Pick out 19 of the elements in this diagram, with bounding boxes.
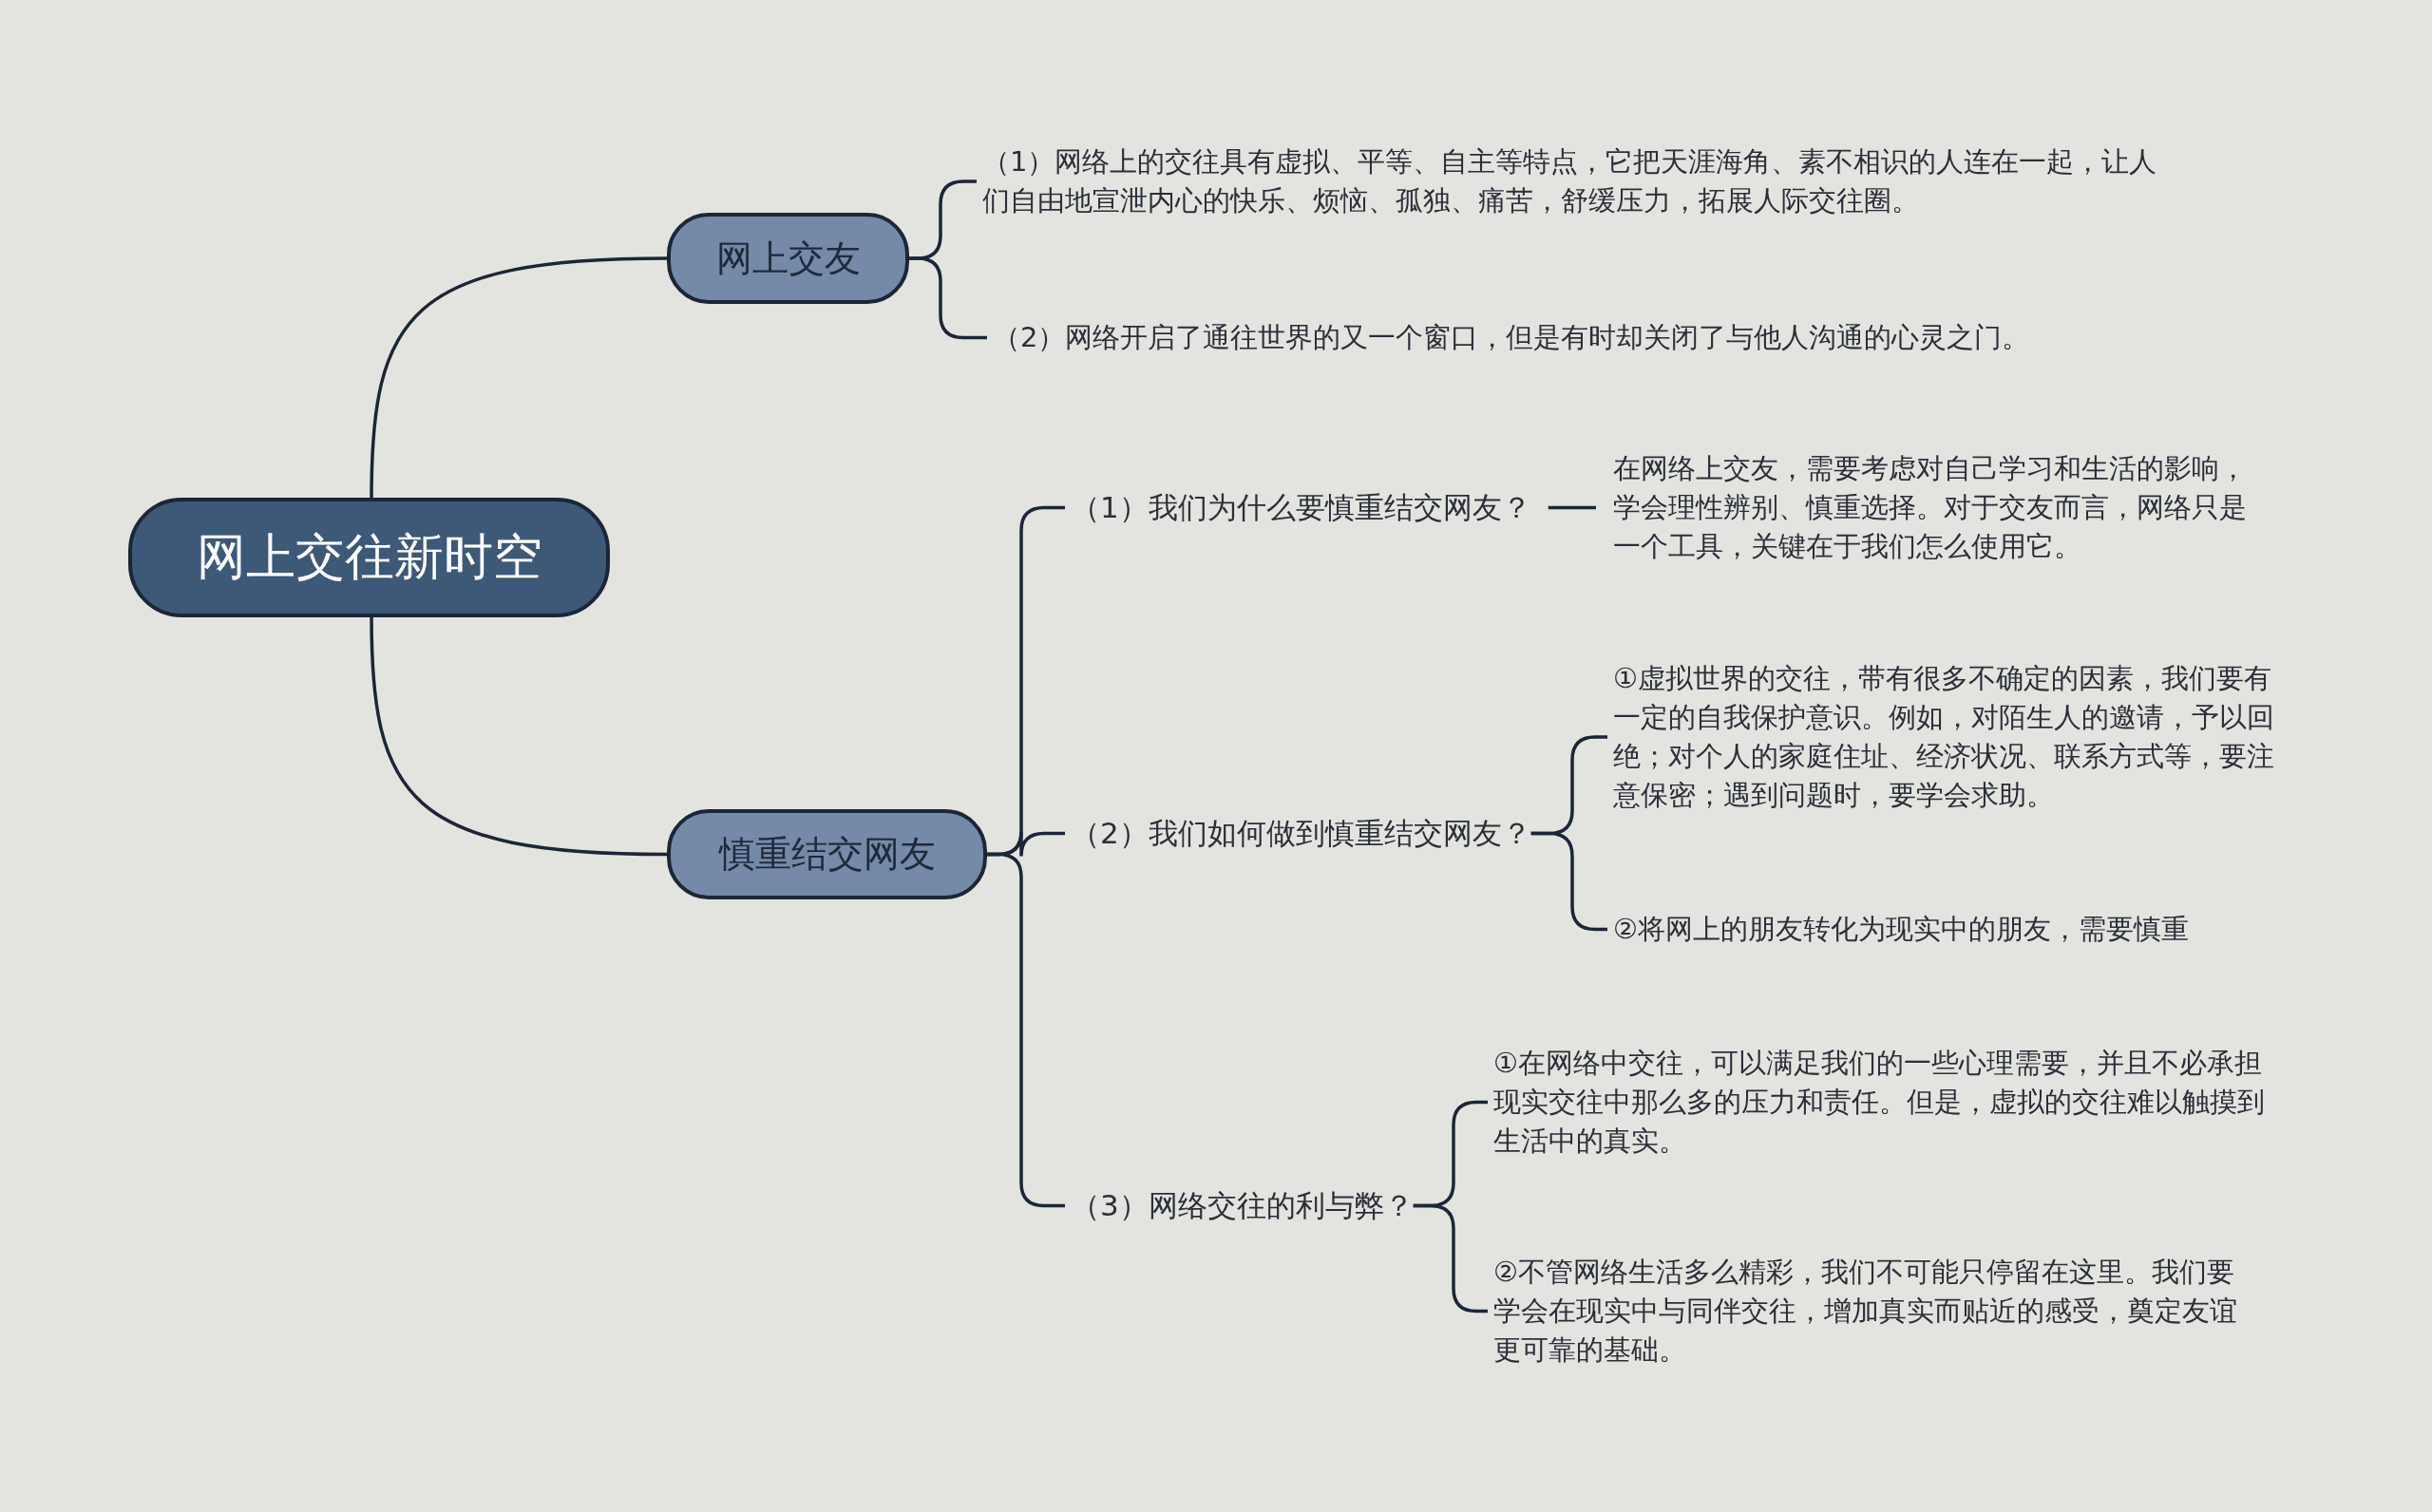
question-text: （3）网络交往的利与弊？ [1071,1186,1414,1225]
note-text: 在网络上交友，需要考虑对自己学习和生活的影响，学会理性辨别、慎重选择。对于交友而言，网络只是一个工具，关键在于我们怎么使用它。 [1613,449,2269,566]
branch-box: 网上交友 [667,213,909,304]
bracket-line [1530,831,1607,932]
question-text: （2）我们如何做到慎重结交网友？ [1071,814,1531,853]
bracket-line [987,852,1065,1208]
note-text: ①在网络中交往，可以满足我们的一些心理需要，并且不必承担现实交往中那么多的压力和责任。但是，虚拟的交往难以触摸到生活中的真实。 [1493,1044,2288,1161]
curved-connector [370,256,668,499]
note-text: （2）网络开启了通往世界的又一个窗口，但是有时却关闭了与他人沟通的心灵之门。 [993,318,2171,357]
note-text: ①虚拟世界的交往，带有很多不确定的因素，我们要有一定的自我保护意识。例如，对陌生人的邀请，予以回绝；对个人的家庭住址、经济状况、联系方式等，要注意保密；遇到问题时，要学会求助。 [1613,659,2288,815]
note-text: （1）网络上的交往具有虚拟、平等、自主等特点，它把天涯海角、素不相识的人连在一起，让人们自由地宣泄内心的快乐、烦恼、孤独、痛苦，舒缓压力，拓展人际交往圈。 [982,142,2160,220]
note-text: ②将网上的朋友转化为现实中的朋友，需要慎重 [1613,910,2288,949]
connector-line [1548,505,1596,510]
curved-connector [370,616,668,857]
branch-box: 慎重结交网友 [667,809,987,899]
bracket-line [909,256,987,340]
note-text: ②不管网络生活多么精彩，我们不可能只停留在这里。我们要学会在现实中与同伴交往，增加真实而贴近的感受，奠定友谊更可靠的基础。 [1493,1253,2244,1370]
question-text: （1）我们为什么要慎重结交网友？ [1071,488,1531,527]
topic-box: 网上交往新时空 [128,498,610,617]
